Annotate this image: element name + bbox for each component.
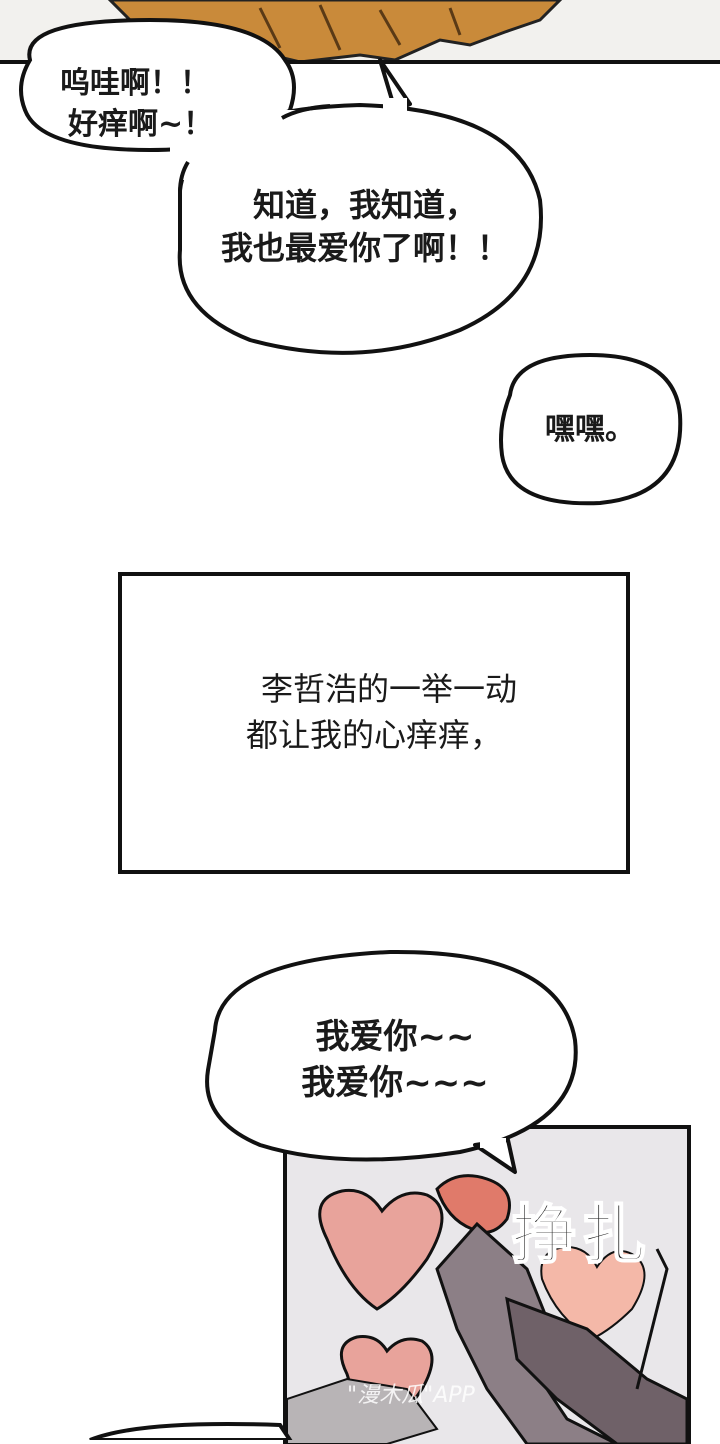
speech-bubble-4: 我爱你~~ 我爱你~~~ [215,1015,575,1107]
bubble-4-line-1: 我爱你~~ [315,1017,475,1057]
bottom-panel-art [287,1129,687,1444]
bubble-1-line-1: 呜哇啊！！ [60,66,210,101]
bubble-1-line-2: 好痒啊~！ [68,106,214,142]
speech-bubble-3-shape [499,352,683,506]
narration-line-2: 都让我的心痒痒， [245,716,502,755]
narration-line-1: 李哲浩的一举一动 [260,670,517,708]
bubble-2-line-1: 知道，我知道， [252,186,477,224]
heart-icon [318,1188,444,1311]
bubble-2-line-2: 我也最爱你了啊！！ [220,229,509,268]
speech-bubble-4-shape [205,949,578,1174]
speech-bubble-shapes-top [19,17,543,355]
speech-bubble-3: 嘿嘿。 [505,410,675,451]
speech-bubble-1: 呜哇啊！！ 好痒啊~！ [40,64,270,145]
narration-text: 李哲浩的一举一动 都让我的心痒痒， [122,666,626,759]
narration-box: 李哲浩的一举一动 都让我的心痒痒， [118,572,630,874]
bubble-4-line-2: 我爱你~~~ [301,1062,489,1103]
speech-bubble-2: 知道，我知道， 我也最爱你了啊！！ [185,184,545,270]
sfx-struggle: 挣扎 [511,1197,652,1274]
speech-bubble-5-edge [89,1422,293,1440]
bottom-panel: 挣扎 "漫木瓜"APP [283,1125,691,1444]
watermark: "漫木瓜"APP [347,1383,475,1408]
bubble-3-line-1: 嘿嘿。 [545,412,635,447]
